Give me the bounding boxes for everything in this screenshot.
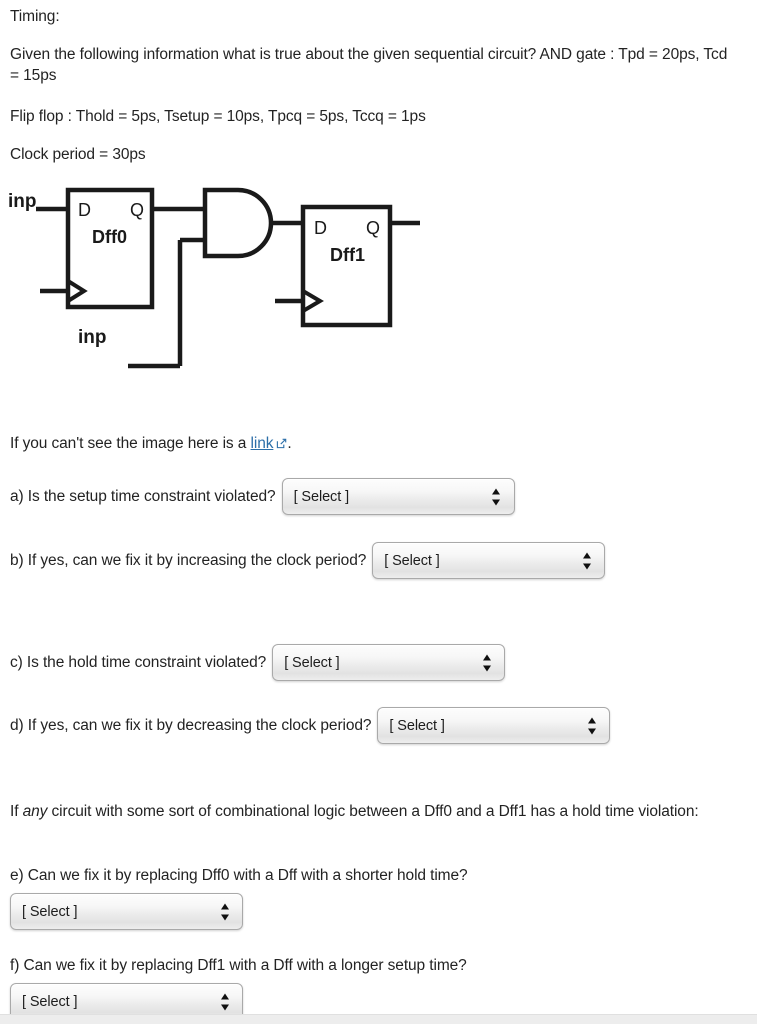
question-row-a: a) Is the setup time constraint violated… — [10, 478, 515, 515]
hold-violation-intro-pre: If — [10, 803, 23, 820]
image-link[interactable]: link — [250, 435, 274, 452]
select-a[interactable]: [ Select ] — [281, 478, 515, 515]
dff1-name-label: Dff1 — [330, 245, 365, 265]
image-fallback-prefix: If you can't see the image here is a — [10, 435, 251, 452]
clock-period-text: Clock period = 30ps — [10, 146, 146, 163]
select-a-value: [ Select ] — [293, 488, 350, 505]
question-block-f: f) Can we fix it by replacing Dff1 with … — [10, 955, 467, 1020]
question-label-b: b) If yes, can we fix it by increasing t… — [10, 552, 367, 569]
question-block-e: e) Can we fix it by replacing Dff0 with … — [10, 865, 468, 930]
question-label-e: e) Can we fix it by replacing Dff0 with … — [10, 867, 468, 884]
question-row-c: c) Is the hold time constraint violated?… — [10, 644, 506, 681]
select-f[interactable]: [ Select ] — [10, 983, 243, 1020]
image-fallback-line: If you can't see the image here is a lin… — [10, 433, 292, 454]
hold-violation-intro: If any circuit with some sort of combina… — [10, 801, 722, 822]
select-b-value: [ Select ] — [384, 552, 440, 569]
select-b[interactable]: [ Select ] — [372, 542, 606, 579]
chevron-updown-icon — [482, 654, 491, 671]
page-bottom-strip — [0, 1014, 757, 1024]
question-row-b: b) If yes, can we fix it by increasing t… — [10, 542, 606, 579]
chevron-updown-icon — [220, 903, 229, 920]
select-d[interactable]: [ Select ] — [377, 707, 611, 744]
hold-violation-intro-emphasis: any — [22, 803, 48, 820]
dff0-box — [65, 187, 155, 310]
question-label-a: a) Is the setup time constraint violated… — [10, 488, 276, 505]
circuit-input-label-top: inp — [8, 191, 37, 212]
select-d-value: [ Select ] — [389, 717, 445, 734]
question-label-d: d) If yes, can we fix it by decreasing t… — [10, 717, 372, 734]
select-e-value: [ Select ] — [22, 903, 78, 920]
sequential-circuit-diagram: inp inp D Q Dff0 D Q Dff1 — [8, 187, 420, 369]
page-title: Timing: — [10, 8, 60, 25]
and-gate — [202, 187, 274, 259]
dff0-name-label: Dff0 — [92, 227, 127, 247]
dff1-box — [300, 204, 393, 328]
select-f-value: [ Select ] — [22, 993, 78, 1010]
dff1-d-pin-label: D — [314, 218, 327, 238]
select-c-value: [ Select ] — [284, 654, 340, 671]
chevron-updown-icon — [582, 552, 591, 569]
select-e[interactable]: [ Select ] — [10, 893, 243, 930]
flip-flop-info-text: Flip flop : Thold = 5ps, Tsetup = 10ps, … — [10, 108, 426, 125]
dff0-d-pin-label: D — [78, 200, 91, 220]
dff1-q-pin-label: Q — [366, 218, 380, 238]
question-label-f: f) Can we fix it by replacing Dff1 with … — [10, 957, 467, 974]
chevron-updown-icon — [587, 717, 596, 734]
chevron-updown-icon — [220, 993, 229, 1010]
circuit-input-label-bottom: inp — [78, 327, 107, 348]
external-link-icon — [276, 434, 287, 449]
hold-violation-intro-post: circuit with some sort of combinational … — [47, 803, 699, 820]
question-row-d: d) If yes, can we fix it by decreasing t… — [10, 707, 611, 744]
given-info-text: Given the following information what is … — [10, 46, 728, 84]
select-c[interactable]: [ Select ] — [272, 644, 506, 681]
dff0-q-pin-label: Q — [130, 200, 144, 220]
image-fallback-suffix: . — [287, 435, 292, 452]
question-label-c: c) Is the hold time constraint violated? — [10, 654, 267, 671]
chevron-updown-icon — [492, 488, 501, 505]
